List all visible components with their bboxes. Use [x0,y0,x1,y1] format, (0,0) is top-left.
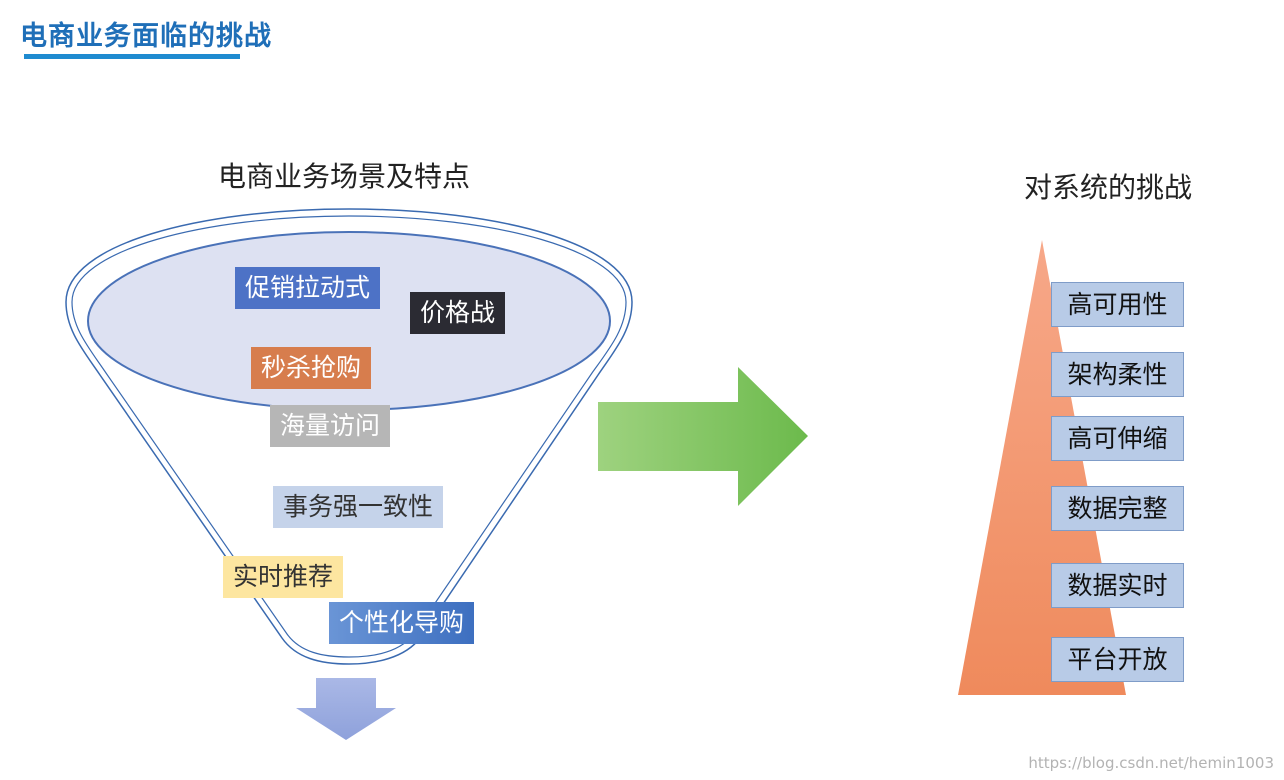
tag-realtime-recommend: 实时推荐 [223,556,344,598]
challenge-item: 数据实时 [1051,563,1184,608]
watermark: https://blog.csdn.net/hemin1003 [1028,754,1274,772]
tag-personalized-guide: 个性化导购 [329,602,475,644]
challenge-item: 高可用性 [1051,282,1184,327]
title-underline [24,54,240,59]
down-arrow-icon [296,678,396,740]
tag-promotion: 促销拉动式 [235,267,381,309]
challenge-item: 数据完整 [1051,486,1184,531]
challenge-item: 平台开放 [1051,637,1184,682]
challenge-item: 架构柔性 [1051,352,1184,397]
tag-transaction-consistency: 事务强一致性 [273,486,444,528]
challenge-item: 高可伸缩 [1051,416,1184,461]
right-heading: 对系统的挑战 [1024,171,1193,204]
page-title: 电商业务面临的挑战 [20,21,272,52]
tag-price-war: 价格战 [410,292,506,334]
tag-flash-sale: 秒杀抢购 [251,347,372,389]
left-heading: 电商业务场景及特点 [218,160,471,193]
tag-massive-access: 海量访问 [270,405,391,447]
right-arrow-icon [598,367,808,506]
